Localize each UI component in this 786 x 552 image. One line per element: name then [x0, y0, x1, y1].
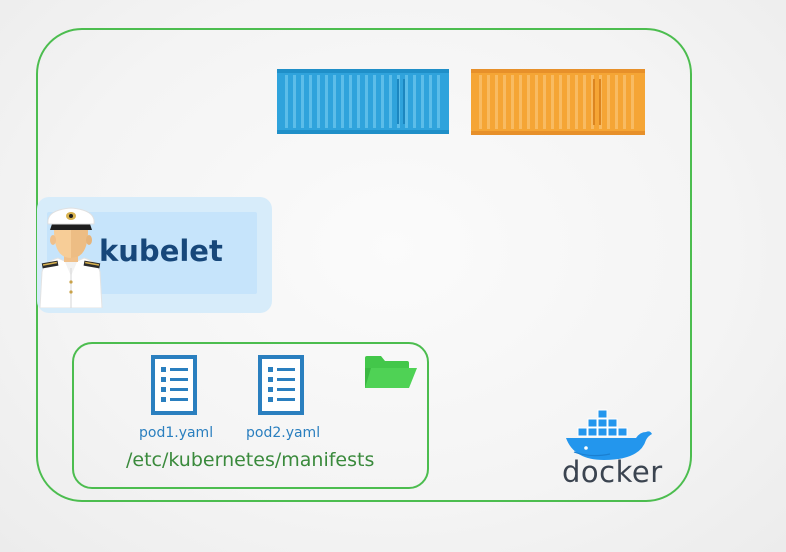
- container-ribs-icon: [471, 69, 645, 135]
- document-icon: [258, 355, 304, 415]
- file-name-pod1: pod1.yaml: [139, 425, 214, 441]
- docker-whale-icon: [566, 409, 652, 460]
- document-icon: [151, 355, 197, 415]
- container-orange: [471, 69, 645, 135]
- captain-icon: [39, 207, 103, 308]
- container-blue: [277, 69, 449, 134]
- container-ribs-icon: [277, 69, 449, 134]
- file-name-pod2: pod2.yaml: [246, 425, 321, 441]
- manifests-path: /etc/kubernetes/manifests: [126, 449, 375, 471]
- kubelet-label: kubelet: [99, 234, 223, 268]
- docker-wordmark: docker: [562, 455, 663, 489]
- manifests-directory: [72, 342, 429, 489]
- folder-icon: [365, 356, 417, 388]
